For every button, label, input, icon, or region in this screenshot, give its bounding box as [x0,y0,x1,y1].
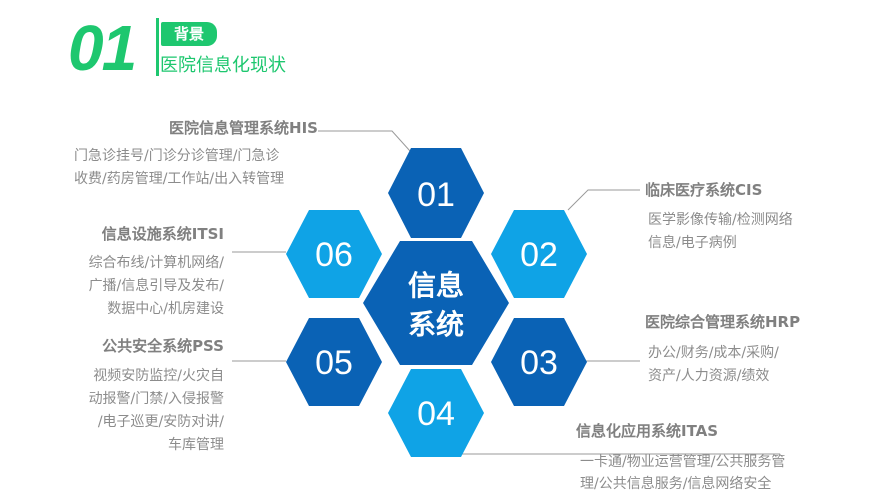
system-desc-itas-1: 一卡通/物业运营管理/公共服务管 [580,454,786,470]
system-title-his: 医院信息管理系统HIS [169,119,318,137]
header-divider [156,18,159,76]
center-label-line2: 系统 [408,308,464,341]
section-number: 01 [68,12,137,84]
system-desc-his-1: 门急诊挂号/门诊分诊管理/门急诊 [74,148,280,164]
hex-06 [286,210,382,298]
hex-03 [491,318,587,406]
hex-03-label: 03 [520,344,558,382]
system-desc-pss-4: 车库管理 [168,437,224,453]
system-desc-pss-3: /电子巡更/安防对讲/ [97,414,224,430]
hex-02 [491,210,587,298]
system-desc-pss-2: 动报警/门禁/入侵报警 [88,391,224,407]
section-tag: 背景 [161,22,217,46]
connector-line-cis [567,189,640,211]
system-title-itas: 信息化应用系统ITAS [576,422,719,440]
hex-06-label: 06 [315,236,353,274]
system-desc-hrp-2: 资产/人力资源/绩效 [648,368,770,384]
system-title-itsi: 信息设施系统ITSI [101,225,224,243]
system-title-hrp: 医院综合管理系统HRP [645,313,801,331]
center-hex [363,241,509,365]
system-desc-itsi-1: 综合布线/计算机网络/ [88,255,224,271]
hex-04 [388,369,484,457]
connector-line-his [318,130,411,152]
system-desc-itas-2: 理/公共信息服务/信息网络安全 [580,476,772,492]
hex-02-label: 02 [520,236,558,274]
hex-01 [388,148,484,238]
system-desc-his-2: 收费/药房管理/工作站/出入转管理 [74,171,285,187]
system-desc-itsi-3: 数据中心/机房建设 [107,301,224,317]
hex-05 [286,318,382,406]
system-desc-hrp-1: 办公/财务/成本/采购/ [648,345,779,361]
system-desc-cis-1: 医学影像传输/检测网络 [648,212,793,228]
system-title-pss: 公共安全系统PSS [102,337,224,355]
system-title-cis: 临床医疗系统CIS [645,181,763,199]
hex-04-label: 04 [417,395,455,433]
section-subtitle: 医院信息化现状 [160,55,286,76]
hex-01-label: 01 [417,176,455,214]
hex-05-label: 05 [315,344,353,382]
system-desc-itsi-2: 广播/信息引导及发布/ [88,278,224,294]
system-desc-cis-2: 信息/电子病例 [648,235,737,251]
system-desc-pss-1: 视频安防监控/火灾自 [93,368,224,384]
center-label-line1: 信息 [408,269,464,302]
